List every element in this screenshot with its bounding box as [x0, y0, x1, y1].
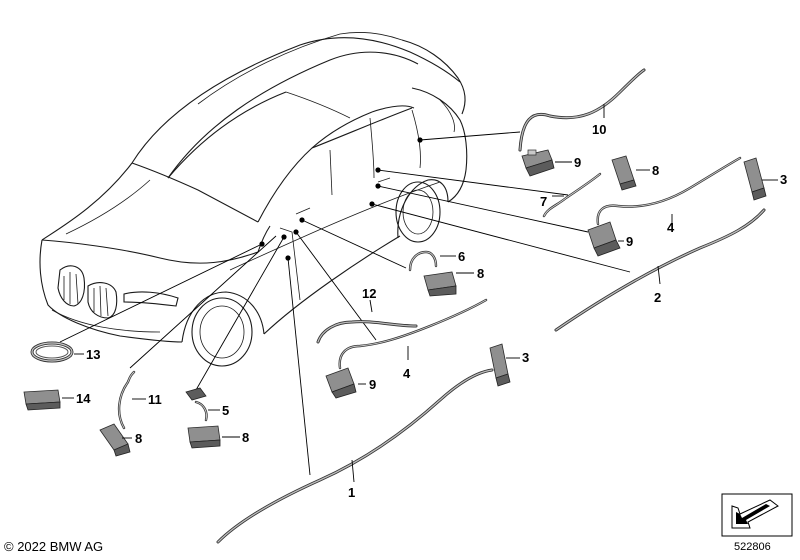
- callout-14: 14: [76, 391, 91, 406]
- callout-9-lower: 9: [369, 377, 376, 392]
- part-5-bracket[interactable]: [185, 387, 208, 422]
- callout-9-top: 9: [574, 155, 581, 170]
- part-8-sensor-top[interactable]: [611, 155, 637, 191]
- leader-lines: [59, 131, 631, 476]
- callout-5: 5: [222, 403, 229, 418]
- callout-11: 11: [148, 392, 162, 407]
- callout-8-lower-middle: 8: [242, 430, 249, 445]
- callout-4-upper: 4: [667, 220, 675, 235]
- callout-dashes: [62, 104, 778, 483]
- part-6-bracket[interactable]: [408, 250, 438, 272]
- callout-6: 6: [458, 249, 465, 264]
- callout-9-right: 9: [626, 234, 633, 249]
- callout-7: 7: [540, 194, 547, 209]
- callout-1: 1: [348, 485, 355, 500]
- part-8-sensor-middle[interactable]: [423, 271, 457, 297]
- callout-3-lower: 3: [522, 350, 529, 365]
- part-11-wire[interactable]: [117, 370, 136, 430]
- part-4-cable-upper[interactable]: [596, 156, 742, 226]
- arrow-icon[interactable]: [721, 493, 793, 537]
- callout-8-top: 8: [652, 163, 659, 178]
- part-9-sensor-lower[interactable]: [325, 367, 357, 399]
- part-14-sensor[interactable]: [23, 389, 61, 411]
- part-10-strip[interactable]: [518, 68, 646, 152]
- vehicle-outline: [39, 32, 468, 367]
- copyright-text: © 2022 BMW AG: [4, 539, 104, 554]
- callout-numbers: 1 2 3 3 4 4 5 6 7 8 8 8 8 9 9 9 10 11 12…: [76, 122, 787, 500]
- callout-12: 12: [362, 286, 376, 301]
- part-3-sensor-lower[interactable]: [489, 343, 511, 387]
- drawing-number: 522806: [734, 541, 771, 553]
- part-8-sensor-lower-middle[interactable]: [187, 425, 221, 449]
- part-13-coil[interactable]: [30, 341, 74, 363]
- part-9-sensor-right[interactable]: [587, 221, 621, 257]
- callout-4-lower: 4: [403, 366, 411, 381]
- attachment-dots: [259, 137, 423, 261]
- callout-2: 2: [654, 290, 661, 305]
- part-2-strip[interactable]: [554, 208, 766, 332]
- part-1-strip[interactable]: [216, 368, 494, 544]
- part-12-strip[interactable]: [316, 320, 418, 344]
- callout-8-middle: 8: [477, 266, 484, 281]
- callout-13: 13: [86, 347, 100, 362]
- part-8-sensor-lower-left[interactable]: [99, 423, 131, 457]
- callout-3-top: 3: [780, 172, 787, 187]
- part-4-cable-lower[interactable]: [338, 298, 488, 370]
- part-7-wire[interactable]: [542, 172, 602, 218]
- callout-10: 10: [592, 122, 606, 137]
- part-3-sensor-top[interactable]: [743, 157, 767, 201]
- part-9-sensor-top[interactable]: [521, 149, 555, 177]
- callout-8-lower-left: 8: [135, 431, 142, 446]
